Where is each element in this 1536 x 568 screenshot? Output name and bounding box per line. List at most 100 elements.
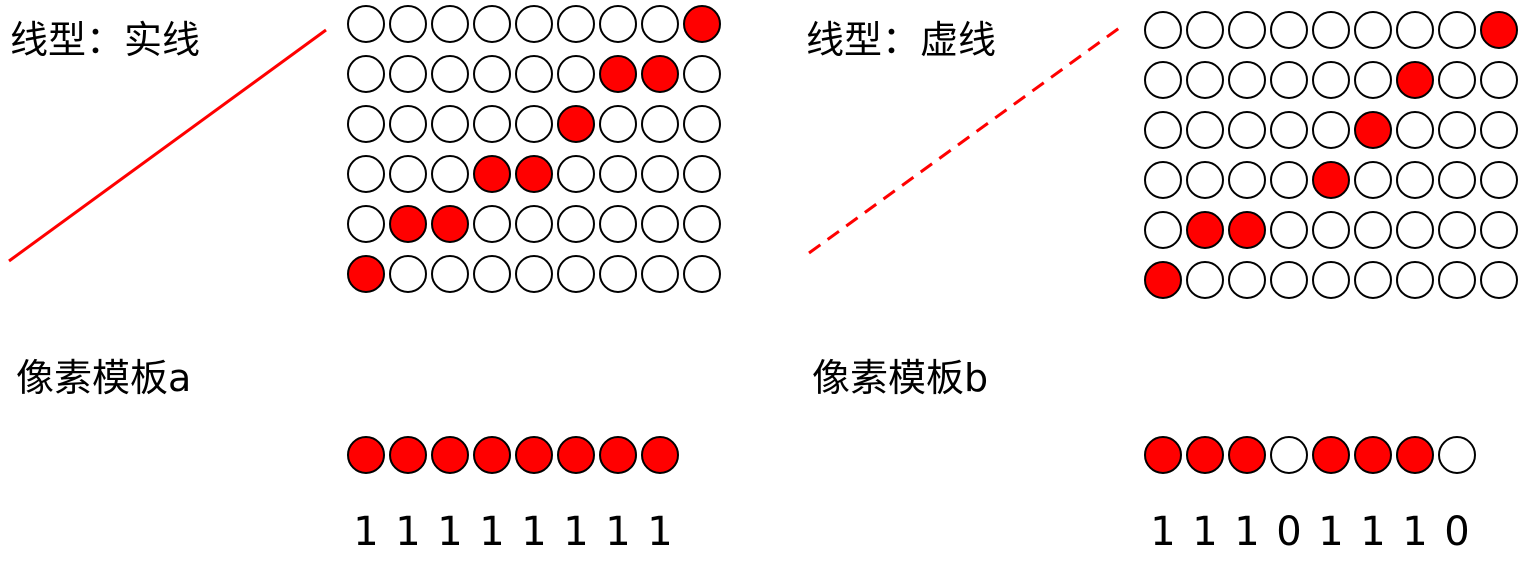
pixel-template-label-a: 像素模板a xyxy=(16,356,192,400)
pixel-off-a-r2c4 xyxy=(515,105,553,143)
pixel-off-a-r0c2 xyxy=(431,5,469,43)
template-bit-b-0: 1 xyxy=(1150,509,1176,555)
pixel-off-a-r4c5 xyxy=(557,205,595,243)
pixel-off-b-r5c4 xyxy=(1312,261,1350,299)
pixel-on-a-r3c3 xyxy=(473,155,511,193)
pixel-off-b-r3c3 xyxy=(1270,161,1308,199)
pixel-off-b-r4c8 xyxy=(1480,211,1518,249)
template-bit-b-3: 0 xyxy=(1276,509,1302,555)
template-bit-b-6: 1 xyxy=(1402,509,1428,555)
pixel-off-b-r5c6 xyxy=(1396,261,1434,299)
pixel-on-a-r1c6 xyxy=(599,55,637,93)
pixel-off-a-r2c2 xyxy=(431,105,469,143)
pixel-off-b-r0c3 xyxy=(1270,11,1308,49)
template-bit-a-6: 1 xyxy=(605,509,631,555)
pixel-off-a-r2c0 xyxy=(347,105,385,143)
pixel-off-b-r0c2 xyxy=(1228,11,1266,49)
pixel-on-a-r3c4 xyxy=(515,155,553,193)
template-pixel-a-0 xyxy=(347,436,385,474)
pixel-off-a-r5c6 xyxy=(599,255,637,293)
pixel-template-label-b: 像素模板b xyxy=(812,356,989,400)
pixel-off-a-r5c1 xyxy=(389,255,427,293)
pixel-off-b-r1c2 xyxy=(1228,61,1266,99)
pixel-off-a-r2c7 xyxy=(641,105,679,143)
template-pixel-a-7 xyxy=(641,436,679,474)
template-pixel-b-0 xyxy=(1144,436,1182,474)
pixel-off-b-r3c0 xyxy=(1144,161,1182,199)
pixel-off-b-r5c2 xyxy=(1228,261,1266,299)
pixel-off-a-r4c6 xyxy=(599,205,637,243)
pixel-on-a-r4c2 xyxy=(431,205,469,243)
template-bit-a-2: 1 xyxy=(437,509,463,555)
template-pixel-b-4 xyxy=(1312,436,1350,474)
pixel-off-b-r2c0 xyxy=(1144,111,1182,149)
pixel-off-a-r0c3 xyxy=(473,5,511,43)
pixel-off-a-r1c0 xyxy=(347,55,385,93)
pixel-off-b-r4c4 xyxy=(1312,211,1350,249)
pixel-off-a-r0c5 xyxy=(557,5,595,43)
template-pixel-b-6 xyxy=(1396,436,1434,474)
pixel-off-b-r3c7 xyxy=(1438,161,1476,199)
pixel-off-b-r0c7 xyxy=(1438,11,1476,49)
pixel-off-a-r1c5 xyxy=(557,55,595,93)
pixel-off-b-r3c1 xyxy=(1186,161,1224,199)
pixel-off-a-r3c0 xyxy=(347,155,385,193)
pixel-off-a-r1c3 xyxy=(473,55,511,93)
pixel-off-b-r3c6 xyxy=(1396,161,1434,199)
pixel-off-a-r0c0 xyxy=(347,5,385,43)
line-type-title-dashed: 线型：虚线 xyxy=(806,18,997,62)
pixel-on-b-r4c1 xyxy=(1186,211,1224,249)
pixel-off-b-r4c6 xyxy=(1396,211,1434,249)
pixel-off-b-r3c2 xyxy=(1228,161,1266,199)
pixel-off-a-r0c4 xyxy=(515,5,553,43)
pixel-off-a-r2c8 xyxy=(683,105,721,143)
pixel-off-a-r4c3 xyxy=(473,205,511,243)
pixel-off-b-r1c5 xyxy=(1354,61,1392,99)
template-pixel-a-4 xyxy=(515,436,553,474)
pixel-off-b-r2c8 xyxy=(1480,111,1518,149)
pixel-off-b-r3c8 xyxy=(1480,161,1518,199)
pixel-on-a-r1c7 xyxy=(641,55,679,93)
solid-line-sample xyxy=(8,28,327,263)
template-bit-b-4: 1 xyxy=(1318,509,1344,555)
pixel-off-b-r1c8 xyxy=(1480,61,1518,99)
pixel-off-a-r1c8 xyxy=(683,55,721,93)
pixel-off-b-r2c4 xyxy=(1312,111,1350,149)
template-pixel-b-7 xyxy=(1438,436,1476,474)
pixel-off-b-r5c3 xyxy=(1270,261,1308,299)
pixel-off-a-r3c2 xyxy=(431,155,469,193)
template-pixel-a-2 xyxy=(431,436,469,474)
pixel-off-b-r2c1 xyxy=(1186,111,1224,149)
pixel-on-a-r2c5 xyxy=(557,105,595,143)
template-bit-a-1: 1 xyxy=(395,509,421,555)
pixel-off-a-r4c7 xyxy=(641,205,679,243)
pixel-off-a-r4c4 xyxy=(515,205,553,243)
pixel-off-b-r0c1 xyxy=(1186,11,1224,49)
template-bit-a-7: 1 xyxy=(647,509,673,555)
pixel-off-b-r4c0 xyxy=(1144,211,1182,249)
pixel-off-a-r5c2 xyxy=(431,255,469,293)
pixel-off-a-r3c8 xyxy=(683,155,721,193)
pixel-off-a-r3c7 xyxy=(641,155,679,193)
pixel-off-b-r4c7 xyxy=(1438,211,1476,249)
pixel-off-b-r3c5 xyxy=(1354,161,1392,199)
pixel-off-b-r1c1 xyxy=(1186,61,1224,99)
pixel-off-a-r3c1 xyxy=(389,155,427,193)
pixel-off-b-r2c6 xyxy=(1396,111,1434,149)
solid-line-stroke xyxy=(8,28,327,263)
pixel-on-a-r0c8 xyxy=(683,5,721,43)
pixel-off-b-r4c3 xyxy=(1270,211,1308,249)
template-bit-a-4: 1 xyxy=(521,509,547,555)
pixel-off-a-r0c6 xyxy=(599,5,637,43)
pixel-off-a-r3c6 xyxy=(599,155,637,193)
template-bit-a-3: 1 xyxy=(479,509,505,555)
pixel-off-a-r5c4 xyxy=(515,255,553,293)
pixel-off-b-r1c4 xyxy=(1312,61,1350,99)
pixel-off-b-r5c1 xyxy=(1186,261,1224,299)
pixel-off-b-r1c7 xyxy=(1438,61,1476,99)
pixel-off-a-r0c7 xyxy=(641,5,679,43)
pixel-off-b-r2c3 xyxy=(1270,111,1308,149)
pixel-off-a-r4c0 xyxy=(347,205,385,243)
pixel-off-b-r0c5 xyxy=(1354,11,1392,49)
